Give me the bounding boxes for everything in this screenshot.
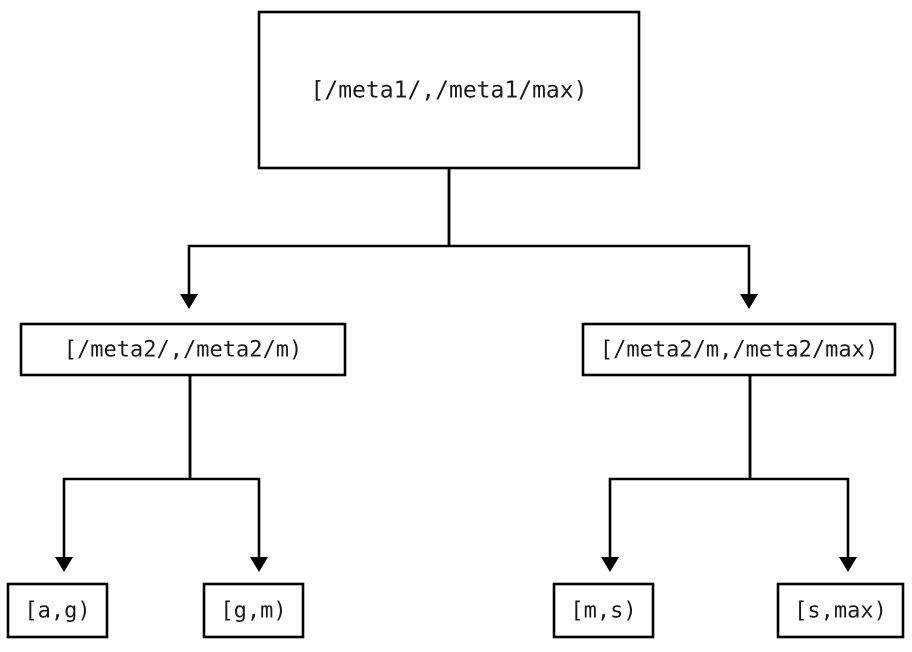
nodes-layer: [/meta1/,/meta1/max) [/meta2/,/meta2/m) [/… (6, 10, 905, 639)
node-box[interactable] (776, 582, 905, 639)
tree-node-leaf-a-g[interactable]: [a,g) (6, 582, 109, 639)
tree-node-root[interactable]: [/meta1/,/meta1/max) (257, 10, 641, 170)
node-box[interactable] (202, 582, 305, 639)
tree-node-leaf-s-max[interactable]: [s,max) (776, 582, 905, 639)
node-label: [g,m) (220, 599, 286, 624)
edge-elbow (187, 244, 449, 294)
node-label: [/meta1/,/meta1/max) (311, 78, 588, 104)
node-label: [/meta2/,/meta2/m) (64, 338, 302, 363)
edge-elbow (62, 477, 190, 557)
tree-edge (180, 168, 451, 309)
node-label: [a,g) (24, 599, 90, 624)
edge-elbow (750, 477, 850, 557)
node-box[interactable] (257, 10, 641, 170)
node-label: [m,s) (570, 599, 636, 624)
node-box[interactable] (19, 322, 347, 377)
arrowhead-icon (250, 557, 268, 572)
edge-elbow (449, 244, 751, 294)
arrowhead-icon (740, 294, 758, 309)
tree-edge (601, 375, 752, 572)
edge-elbow (190, 477, 261, 557)
arrowhead-icon (601, 557, 619, 572)
tree-edge (748, 375, 857, 572)
tree-edge (188, 375, 268, 572)
node-box[interactable] (552, 582, 655, 639)
edges-layer (55, 168, 857, 572)
arrowhead-icon (839, 557, 857, 572)
node-box[interactable] (6, 582, 109, 639)
tree-node-leaf-g-m[interactable]: [g,m) (202, 582, 305, 639)
arrowhead-icon (55, 557, 73, 572)
tree-edge (55, 375, 192, 572)
tree-edge (447, 168, 758, 309)
arrowhead-icon (180, 294, 198, 309)
node-label: [/meta2/m,/meta2/max) (600, 338, 878, 363)
tree-node-mid-right[interactable]: [/meta2/m,/meta2/max) (581, 322, 897, 377)
tree-node-leaf-m-s[interactable]: [m,s) (552, 582, 655, 639)
node-box[interactable] (581, 322, 897, 377)
tree-node-mid-left[interactable]: [/meta2/,/meta2/m) (19, 322, 347, 377)
node-label: [s,max) (794, 599, 887, 624)
edge-elbow (608, 477, 750, 557)
